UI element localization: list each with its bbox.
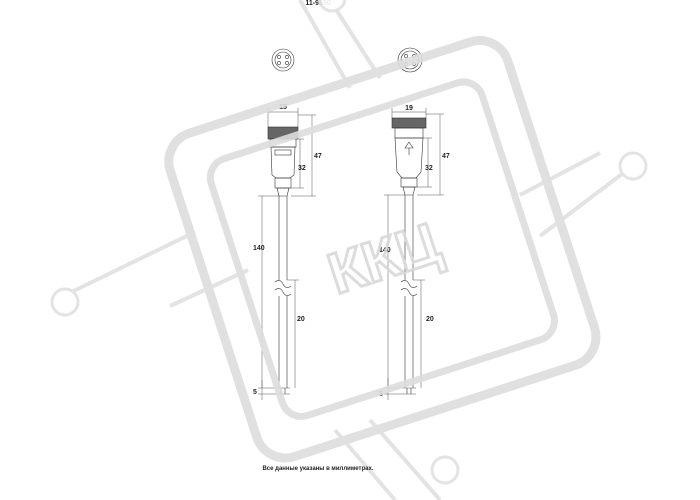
right-width-label: 19 — [405, 105, 413, 112]
right-overall-label: 47 — [442, 153, 450, 160]
watermark-text: ККЦ — [320, 210, 448, 307]
right-connector-drawing — [391, 47, 427, 394]
left-overall-label: 47 — [314, 153, 322, 160]
watermark-logo: ККЦ — [50, 0, 648, 500]
left-connector-face — [271, 48, 295, 72]
left-cable-end-label: 20 — [297, 316, 305, 323]
left-cable-label: 140 — [253, 245, 265, 252]
left-body-label: 32 — [298, 165, 306, 172]
right-cable-end-label: 20 — [426, 316, 434, 323]
left-width-label: 15 — [279, 104, 287, 111]
right-body-label: 32 — [425, 165, 433, 172]
right-cable-label: 140 — [379, 247, 391, 254]
model-number: 11-9530 — [305, 0, 330, 7]
footnote: Все данные указаны в миллиметрах. — [262, 466, 373, 472]
left-tip-label: 5 — [253, 389, 257, 396]
